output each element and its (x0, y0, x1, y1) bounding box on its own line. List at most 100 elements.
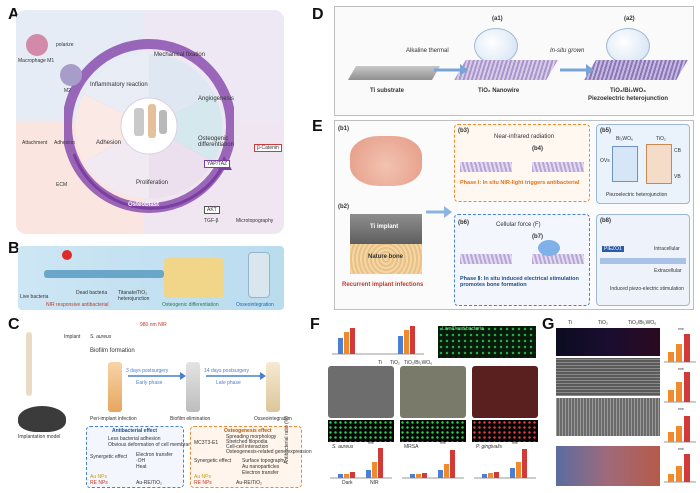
f-top-chart (332, 326, 424, 355)
label-intracellular: Intracellular (654, 246, 680, 252)
g-sig-3: *** (678, 408, 684, 414)
f-sig-2: *** (440, 442, 446, 448)
antibacterial-legend-1: Au NPs (90, 474, 107, 480)
f-live-dead-label: Live/Dead bacteria (442, 326, 484, 332)
label-osteogenic-diff: Osteogenic differentiation (162, 302, 219, 308)
band-bi2wo6 (612, 146, 638, 182)
label-bcat: β-Catenin (254, 144, 282, 152)
label-proliferation: Proliferation (136, 180, 169, 186)
f-fluor-2 (400, 420, 466, 442)
label-akt: AKT (204, 206, 220, 214)
antibacterial-effect-1: Electron transfer (136, 452, 173, 458)
step-a1: (a1) (492, 16, 503, 22)
antibacterial-legend-2: RE NPs (90, 480, 108, 486)
label-near-infrared: Near-infrared radiation (494, 134, 555, 140)
label-nature-bone: Nature bone (368, 254, 404, 260)
f-bact-2: MRSA (404, 444, 419, 450)
label-cb: CB (674, 148, 681, 154)
f-axis-dark: Dark (342, 480, 353, 486)
label-osteoblast: Osteoblast (128, 202, 160, 208)
m2-cell (60, 64, 82, 86)
osteogenesis-box (190, 426, 302, 488)
f-sig-3: *** (512, 442, 518, 448)
f-fluor-3 (472, 420, 538, 442)
bone-tissue (164, 258, 224, 298)
g-sem-row-1 (556, 358, 660, 396)
phase2-surface-1 (460, 254, 512, 264)
panel-d-arrows (434, 64, 594, 76)
osteogenesis-synergy: Synergetic effect (194, 458, 232, 464)
osteogenesis-title: Osteogenesis effect (224, 428, 272, 434)
label-nir-responsive: NIR responsive antibacterial (46, 302, 109, 308)
panel-letter-e: E (312, 118, 323, 135)
dome-a1 (474, 28, 518, 64)
label-inflammatory-reaction: Inflammatory reaction (90, 82, 148, 88)
sub-b5: (b5) (600, 128, 611, 134)
ring-diagram (64, 39, 234, 213)
sub-b3: (b3) (458, 128, 469, 134)
osteogenesis-cell: MC3T3-E1 (194, 440, 219, 446)
bone-illustration (26, 332, 32, 396)
panel-e: E (b1) (b2) Ti implant Nature bone Recur… (310, 118, 696, 314)
g-group-tio2bi: TiO₂/Bi₂WO₆ (628, 320, 657, 326)
stage-implantation-model: Implantation model (18, 434, 61, 440)
sub-b8: (b8) (600, 218, 611, 224)
label-tio2-nanowire: TiO₂ Nanowire (478, 88, 520, 94)
label-stimulation: Induced piezo-electric stimulation (610, 286, 684, 292)
label-extracellular: Extracellular (654, 268, 682, 274)
panel-e-arrow (426, 206, 452, 218)
panel-letter-b: B (8, 240, 20, 257)
f-sig-1: *** (368, 442, 374, 448)
label-attachment: Attachment (22, 140, 48, 146)
label-piezo1: PIEZO1 (602, 246, 624, 252)
g-sig-2: *** (678, 368, 684, 374)
stage-peri-implant: Peri-implant infection (90, 416, 137, 422)
osteogenesis-legend-3: Au-RE/TiO₂ (236, 480, 262, 486)
sub-b1: (b1) (338, 126, 349, 132)
label-tgf: TGF-β (204, 218, 219, 224)
antibacterial-synergy: Synergetic effect (90, 454, 128, 460)
cell-membrane (600, 258, 686, 264)
f-ylabel: Antibacterial ratio (%) (284, 416, 290, 464)
label-piezo-heterojunction: Piezoelectric heterojunction (588, 96, 669, 102)
label-early-phase: Early phase (136, 380, 163, 386)
g-fluor-row (556, 328, 660, 356)
f-dish-grid-3 (472, 366, 538, 418)
label-14days: 14 days postsurgery (204, 368, 250, 374)
f-dish-grid-1 (328, 366, 394, 418)
panel-b: B NIR responsive antibacterial Live bact… (4, 240, 288, 314)
f-group-ti: Ti (378, 360, 382, 366)
label-alkaline-thermal: Alkaline thermal (406, 48, 449, 54)
antibacterial-effect-2: ·OH (136, 458, 146, 464)
sub-b4: (b4) (532, 146, 543, 152)
label-piezo-hetero: Piezoelectric heterojunction (606, 192, 668, 198)
label-implant: Implant (64, 334, 81, 340)
panel-letter-d: D (312, 6, 324, 23)
antibacterial-title: Antibacterial effect (112, 428, 158, 434)
antibacterial-item-1: Less bacterial adhesion (108, 436, 161, 442)
phase1-surface-1 (460, 162, 512, 172)
g-sig-1: *** (678, 328, 684, 334)
antibacterial-legend-3: Au-RE/TiO₂ (136, 480, 162, 486)
stage-osseointegration: Osseointegration (254, 416, 292, 422)
g-group-ti: Ti (568, 320, 572, 326)
stage-biofilm-elim: Biofilm elimination (170, 416, 211, 422)
f-group-tio2: TiO₂ (390, 360, 400, 366)
osteogenesis-legend-1: Au NPs (194, 474, 211, 480)
f-bact-1: S. aureus (332, 444, 354, 450)
antibacterial-item-2: Obvious deformation of cell membranes (108, 442, 197, 448)
label-tio2: TiO₂ (656, 136, 666, 142)
f-bact-3: P. gingivalis (476, 444, 503, 450)
label-osteogenic: Osteogenic differentiation (198, 136, 234, 148)
panel-f: F Ti TiO₂ TiO₂/Bi₂WO₆ Live/Dead bacteria (284, 316, 540, 490)
label-3days: 3 days postsurgery (126, 368, 169, 374)
label-vb: VB (674, 174, 681, 180)
nature-bone-block (350, 244, 422, 274)
label-yap: YAP/TAZ (204, 160, 231, 168)
osteogenesis-legend-2: RE NPs (194, 480, 212, 486)
panel-d: D (a1) (a2) Alkaline thermal In-situ gro… (310, 4, 696, 118)
dome-a2 (606, 28, 650, 64)
g-stain-row (556, 446, 660, 486)
label-ovs: OVs (600, 158, 610, 164)
panel-a: A Mechanical fixation Inflammatory react… (4, 4, 288, 238)
